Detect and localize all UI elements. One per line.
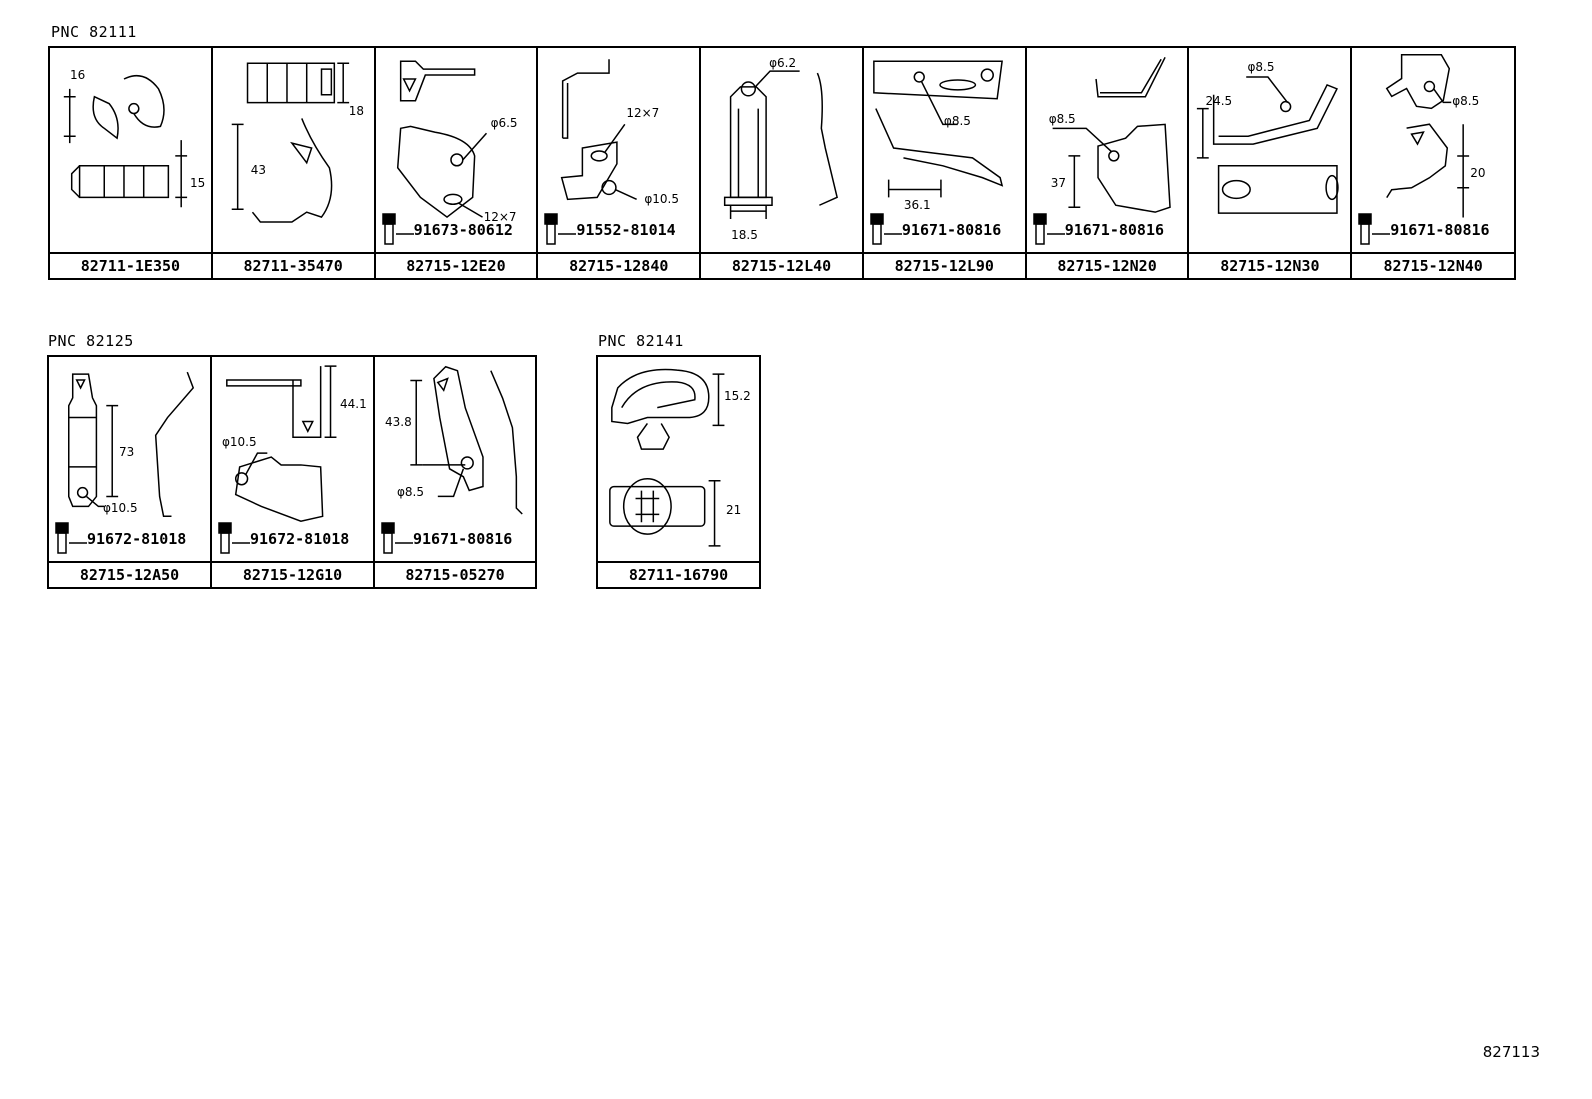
dimension-label: 36.1 [903, 198, 931, 212]
part-cell[interactable]: 15.2 21 82711-16790 [598, 357, 759, 587]
bolt-part-number: 91671-80816 [1390, 221, 1490, 239]
bolt-part-number: 91672-81018 [87, 530, 187, 548]
dimension-label: φ6.2 [769, 56, 797, 70]
bolt-icon [1031, 212, 1065, 248]
dimension-label: 21 [726, 503, 742, 517]
dimension-label: φ10.5 [222, 435, 257, 449]
bolt-callout: 91671-80816 [1031, 212, 1164, 248]
bracket-illustration [701, 48, 862, 254]
bolt-icon [868, 212, 902, 248]
dimension-label: 15.2 [724, 389, 751, 403]
bolt-callout: 91672-81018 [53, 521, 186, 557]
bracket-illustration [49, 357, 210, 563]
bolt-part-number: 91672-81018 [250, 530, 350, 548]
clip-illustration [213, 48, 374, 254]
part-number: 82715-12E20 [375, 252, 537, 278]
bracket-illustration [375, 357, 535, 563]
part-number: 82715-12N30 [1189, 252, 1351, 278]
dimension-label: 43.8 [385, 415, 412, 429]
dimension-label: φ6.5 [490, 116, 518, 130]
bolt-icon [379, 521, 413, 557]
part-number: 82715-12G10 [212, 561, 373, 587]
dimension-label: 18 [348, 104, 365, 118]
part-number: 82715-12N40 [1352, 252, 1515, 278]
dimension-label: 16 [70, 68, 86, 82]
part-number: 82711-1E350 [50, 252, 211, 278]
part-cell[interactable]: 44.1 φ10.5 91672-81018 82715-12G10 [212, 357, 375, 587]
part-number: 82715-05270 [375, 561, 535, 587]
part-cell[interactable]: φ8.5 37 91671-80816 82715-12N20 [1026, 48, 1190, 278]
bracket-illustration [212, 357, 373, 563]
dimension-label: 12×7 [626, 106, 660, 120]
dimension-label: φ8.5 [397, 485, 424, 499]
bracket-illustration [864, 48, 1025, 254]
bolt-callout: 91672-81018 [216, 521, 349, 557]
bolt-part-number: 91671-80816 [1064, 221, 1165, 239]
bolt-icon [1356, 212, 1390, 248]
bolt-part-number: 91552-81014 [576, 221, 676, 239]
part-number: 82715-12840 [538, 252, 700, 278]
part-cell[interactable]: φ8.5 20 91671-80816 82715-12N40 [1352, 48, 1515, 278]
part-number: 82715-12L40 [701, 252, 862, 278]
part-cell[interactable]: 18 43 82711-35470 [212, 48, 376, 278]
bracket-illustration [376, 48, 537, 254]
parts-table-82125: 73 φ10.5 91672-81018 82715-12A50 44.1 φ1… [47, 355, 537, 589]
pnc-label-82141: PNC 82141 [598, 332, 684, 350]
dimension-label: 24.5 [1205, 94, 1233, 108]
diagram-id: 827113 [1482, 1043, 1540, 1061]
clip-illustration [598, 357, 759, 563]
bracket-illustration [538, 48, 699, 254]
dimension-label: φ10.5 [644, 192, 679, 206]
bolt-callout: 91552-81014 [542, 212, 676, 248]
clip-illustration [50, 48, 211, 254]
parts-table-82111: 16 15 82711-1E350 18 43 82711-35470 φ6.5… [48, 46, 1516, 280]
bolt-callout: 91671-80816 [1356, 212, 1490, 248]
dimension-label: 73 [119, 445, 135, 459]
bracket-illustration [1352, 48, 1514, 254]
dimension-label: 20 [1470, 166, 1486, 180]
dimension-label: φ8.5 [1048, 112, 1076, 126]
part-number: 82715-12L90 [863, 252, 1025, 278]
part-cell[interactable]: φ6.2 18.5 82715-12L40 [701, 48, 864, 278]
dimension-label: φ8.5 [1452, 94, 1480, 108]
bolt-icon [53, 521, 87, 557]
dimension-label: 44.1 [340, 397, 367, 411]
part-number: 82711-16790 [598, 561, 759, 587]
part-cell[interactable]: φ8.5 36.1 91671-80816 82715-12L90 [863, 48, 1027, 278]
part-cell[interactable]: 16 15 82711-1E350 [50, 48, 213, 278]
part-cell[interactable]: 12×7 φ10.5 91552-81014 82715-12840 [538, 48, 702, 278]
bracket-illustration [1027, 48, 1188, 254]
pnc-label-82125: PNC 82125 [48, 332, 134, 350]
part-cell[interactable]: φ6.5 12×7 91673-80612 82715-12E20 [375, 48, 539, 278]
dimension-label: φ10.5 [103, 501, 138, 515]
bolt-part-number: 91671-80816 [901, 221, 1002, 239]
dimension-label: 37 [1050, 176, 1066, 190]
bolt-icon [380, 212, 414, 248]
parts-table-82141: 15.2 21 82711-16790 [596, 355, 761, 589]
bolt-icon [542, 212, 576, 248]
dimension-label: φ8.5 [943, 114, 971, 128]
dimension-label: 43 [250, 163, 267, 177]
dimension-label: φ8.5 [1247, 60, 1275, 74]
part-cell[interactable]: 73 φ10.5 91672-81018 82715-12A50 [49, 357, 212, 587]
bolt-part-number: 91673-80612 [413, 221, 513, 239]
bolt-part-number: 91671-80816 [413, 530, 513, 548]
part-cell[interactable]: φ8.5 24.5 82715-12N30 [1189, 48, 1353, 278]
bolt-callout: 91671-80816 [379, 521, 512, 557]
part-number: 82715-12N20 [1026, 252, 1188, 278]
dimension-label: 18.5 [731, 228, 758, 242]
dimension-label: 15 [190, 176, 206, 190]
bolt-callout: 91671-80816 [868, 212, 1001, 248]
bolt-icon [216, 521, 250, 557]
dimension-label: 12×7 [483, 210, 517, 224]
part-cell[interactable]: 43.8 φ8.5 91671-80816 82715-05270 [375, 357, 535, 587]
part-number: 82711-35470 [212, 252, 374, 278]
bracket-illustration [1189, 48, 1350, 254]
part-number: 82715-12A50 [49, 561, 210, 587]
pnc-label-82111: PNC 82111 [51, 23, 137, 41]
bolt-callout: 91673-80612 [380, 212, 513, 248]
